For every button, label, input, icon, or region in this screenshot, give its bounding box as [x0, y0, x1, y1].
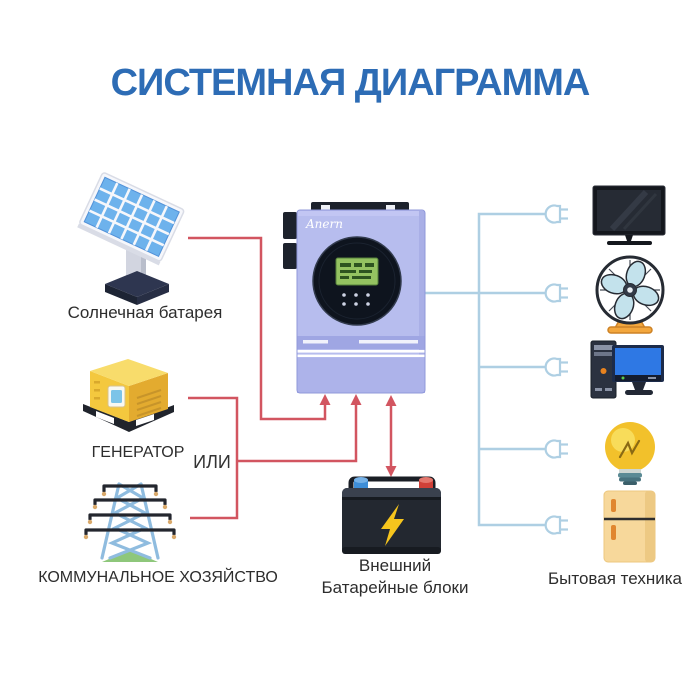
- ac-lines: [425, 212, 548, 527]
- computer-icon: [590, 340, 664, 399]
- plug-icons: [544, 204, 568, 535]
- generator-label: ГЕНЕРАТОР: [91, 444, 185, 461]
- plug-icon: [544, 439, 568, 459]
- dc-lines: [188, 236, 393, 520]
- inverter-brand-logo: Anern: [305, 217, 343, 231]
- plug-icon: [544, 283, 568, 303]
- fan-icon: [595, 255, 665, 334]
- battery-label: Внешний Батарейные блоки: [305, 555, 485, 599]
- tower-grass: [102, 550, 158, 562]
- power-tower-icon: [83, 482, 177, 562]
- inverter-buttons: [342, 293, 370, 306]
- plug-icon: [544, 204, 568, 224]
- solar-panel-icon: [77, 172, 185, 305]
- utility-label: КОММУНАЛЬНОЕ ХОЗЯЙСТВО: [38, 569, 278, 586]
- appliances-label: Бытовая техника: [548, 569, 682, 588]
- battery-label-line2: Батарейные блоки: [321, 577, 469, 597]
- solar-label: Солнечная батарея: [67, 303, 223, 322]
- bulb-filament: [618, 439, 641, 459]
- inverter-side-bracket: [283, 212, 297, 239]
- inverter-icon: Anern: [283, 202, 426, 394]
- tv-icon: [592, 185, 666, 245]
- page-title: СИСТЕМНАЯ ДИАГРАММА: [110, 62, 591, 104]
- fridge-icon: [603, 490, 656, 563]
- arrow-up-icon: [319, 394, 331, 405]
- plug-icon: [544, 357, 568, 377]
- ac-trunk-line: [477, 212, 548, 527]
- generator-icon: [83, 359, 174, 432]
- generator-utility-line: [188, 396, 239, 520]
- arrow-up-icon: [350, 394, 362, 405]
- solar-to-inverter-line: [188, 236, 327, 421]
- ac-input-to-inverter-line: [237, 403, 358, 463]
- lightning-bolt-icon: [381, 504, 404, 546]
- plug-icon: [544, 515, 568, 535]
- solar-panel-face: [77, 172, 185, 266]
- light-bulb-icon: [605, 422, 655, 485]
- battery-icon: [342, 476, 441, 554]
- arrow-down-icon: [385, 466, 397, 477]
- arrow-up-icon: [385, 395, 397, 406]
- dc-arrowheads: [319, 394, 397, 477]
- or-label: ИЛИ: [193, 452, 231, 472]
- battery-label-line1: Внешний: [358, 556, 432, 575]
